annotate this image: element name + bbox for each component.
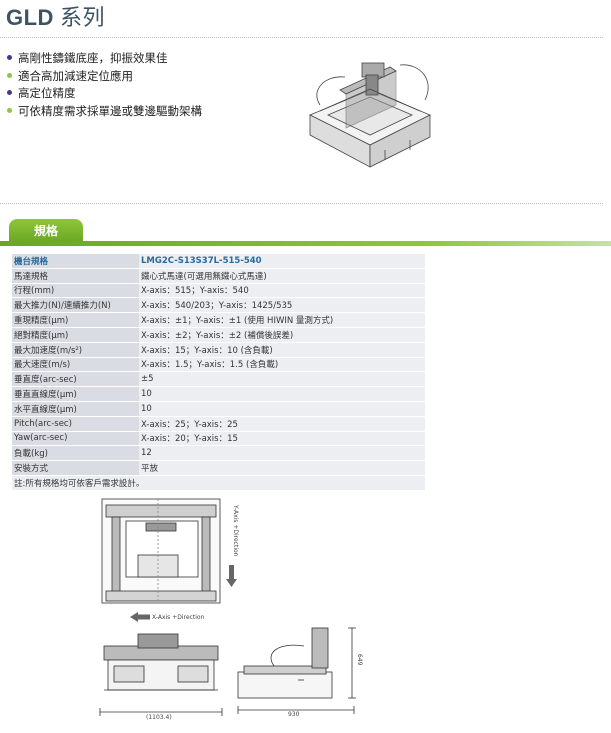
table-row: 絕對精度(μm)X-axis：±2；Y-axis：±2 (補償後誤差) (12, 327, 425, 343)
model-name: GLD (6, 5, 54, 30)
table-row: 行程(mm)X-axis：515；Y-axis：540 (12, 283, 425, 299)
series-label: 系列 (59, 6, 105, 31)
x-direction-label: X-Axis +Direction (152, 614, 205, 621)
feature-item: 可依精度需求採單邊或雙邊驅動架構 (7, 103, 202, 121)
table-row: Yaw(arc-sec)X-axis：20；Y-axis：15 (12, 431, 425, 447)
divider (0, 203, 603, 204)
table-row: 重現精度(μm)X-axis：±1；Y-axis：±1 (使用 HIWIN 量測… (12, 312, 425, 328)
bullet-icon (7, 107, 12, 113)
feature-item: 適合高加減速定位應用 (7, 68, 202, 86)
feature-item: 高剛性鑄鐵底座，抑振效果佳 (7, 50, 202, 68)
table-header-row: 機台規格 LMG2C-S13S37L-515-540 (12, 254, 425, 269)
top-view-drawing: Y-Axis +Direction (101, 498, 239, 604)
bullet-icon (7, 55, 12, 60)
table-row: 馬達規格鐵心式馬達(可選用無鐵心式馬達) (12, 268, 425, 284)
gantry-stage-image (309, 62, 431, 168)
side-view-drawing: 930 649 (237, 627, 363, 718)
feature-list: 高剛性鑄鐵底座，抑振效果佳 適合高加減速定位應用 高定位精度 可依精度需求採單邊… (7, 50, 202, 120)
x-direction-arrow: X-Axis +Direction (130, 612, 205, 622)
table-row: 最大推力(N)/連續推力(N)X-axis：540/203；Y-axis：142… (12, 297, 425, 314)
tab-spec[interactable]: 規格 (9, 219, 83, 243)
front-view-drawing: (1103.4) (99, 633, 223, 721)
bullet-icon (7, 72, 12, 78)
spec-table: 機台規格 LMG2C-S13S37L-515-540 馬達規格鐵心式馬達(可選用… (12, 254, 425, 491)
table-row: Pitch(arc-sec)X-axis：25；Y-axis：25 (12, 416, 425, 432)
table-row: 最大加速度(m/s²)X-axis：15；Y-axis：10 (含負載) (12, 342, 425, 358)
height-dimension: 649 (356, 654, 363, 666)
table-row: 垂直直線度(μm)10 (12, 386, 425, 402)
tab-bar (0, 241, 611, 246)
width-dimension: (1103.4) (146, 714, 172, 721)
table-row: 最大速度(m/s)X-axis：1.5；Y-axis：1.5 (含負載) (12, 357, 425, 373)
table-row: 負載(kg)12 (12, 445, 425, 462)
table-row: 垂直度(arc-sec)±5 (12, 371, 425, 388)
table-row: 水平直線度(μm)10 (12, 401, 425, 417)
y-direction-label: Y-Axis +Direction (232, 504, 239, 557)
table-note: 註:所有規格均可依客戶需求設計。 (12, 475, 425, 491)
feature-item: 高定位精度 (7, 85, 202, 103)
depth-dimension: 930 (288, 711, 300, 718)
bullet-icon (7, 90, 12, 95)
divider (0, 37, 603, 38)
table-row: 安裝方式平放 (12, 460, 425, 476)
